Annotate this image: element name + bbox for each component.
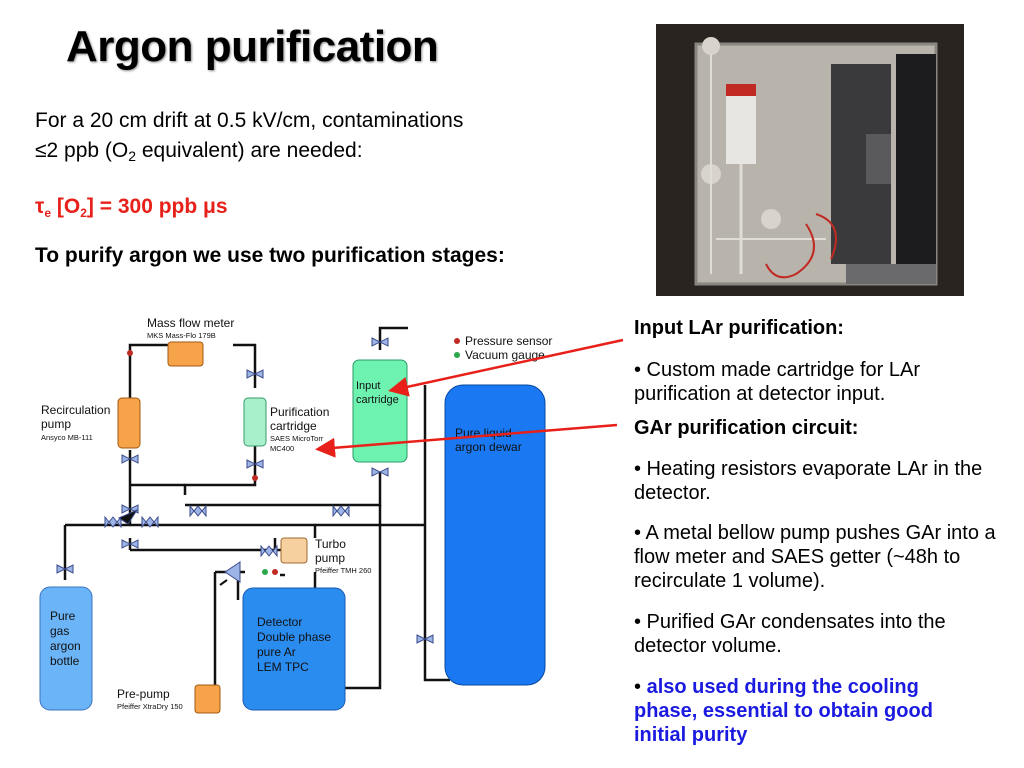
legend-vacuum-gauge: Vacuum gauge <box>465 348 545 362</box>
label-prepump: Pre-pump <box>117 687 170 701</box>
label-recirc-1: Recirculation <box>41 403 110 417</box>
label-turbo-2: pump <box>315 551 345 565</box>
apparatus-photo <box>656 24 964 296</box>
arrow-purification-cartridge <box>315 423 618 458</box>
intro-line-1: For a 20 cm drift at 0.5 kV/cm, contamin… <box>35 109 464 132</box>
purification-cartridge-box <box>243 397 267 447</box>
label-mass-flow-model: MKS Mass-Flo 179B <box>147 331 216 340</box>
gar-bullet-3: • Purified GAr condensates into the dete… <box>634 611 946 657</box>
label-bottle-3: argon <box>50 639 81 653</box>
diagram-svg: Mass flow meter MKS Mass-Flo 179B Recirc… <box>25 310 570 720</box>
arrow-input-cartridge <box>388 338 624 397</box>
formula-tau-sub: e <box>44 206 52 220</box>
input-heading: Input LAr purification: <box>634 317 844 339</box>
intro-line-2-pre: ≤2 ppb (O <box>35 139 129 162</box>
intro-line-2: ≤2 ppb (O2 equivalent) are needed: <box>35 138 625 163</box>
label-bottle-1: Pure <box>50 609 76 623</box>
intro-line-2-post: equivalent) are needed: <box>136 139 363 162</box>
formula: τe [O2] = 300 ppb μs <box>35 194 228 219</box>
dewar-box <box>444 384 546 686</box>
label-recirc-2: pump <box>41 417 71 431</box>
label-purif-2: cartridge <box>270 419 317 433</box>
intro-text: For a 20 cm drift at 0.5 kV/cm, contamin… <box>35 108 625 163</box>
formula-rest: ] = 300 ppb μs <box>86 195 228 218</box>
recirculation-pump-box <box>117 397 141 449</box>
detector-box <box>242 587 346 711</box>
label-input-cart-1: Input <box>356 380 380 392</box>
legend-pressure-sensor: Pressure sensor <box>465 334 552 348</box>
label-bottle-4: bottle <box>50 654 80 668</box>
formula-o2-sub: 2 <box>80 206 87 220</box>
gar-heading: GAr purification circuit: <box>634 417 859 439</box>
turbo-pump-box <box>280 537 308 564</box>
label-detector-1: Detector <box>257 615 302 629</box>
gar-bullet-1: • Heating resistors evaporate LAr in the… <box>634 458 983 504</box>
formula-o2: [O <box>51 195 81 218</box>
mass-flow-meter-box <box>167 341 204 367</box>
label-recirc-model: Ansyco MB-111 <box>41 433 93 442</box>
input-bullet: • Custom made cartridge for LAr purifica… <box>634 359 920 405</box>
label-mass-flow-meter: Mass flow meter <box>147 316 234 330</box>
label-turbo-model: Pfeiffer TMH 260 <box>315 566 371 575</box>
cooling-bullet-text: also used during the cooling phase, esse… <box>634 676 933 746</box>
label-purif-model-1: SAES MicroTorr <box>270 434 324 443</box>
label-turbo-1: Turbo <box>315 537 346 551</box>
label-prepump-model: Pfeiffer XtraDry 150 <box>117 702 183 711</box>
cooling-bullet-mark: • <box>634 676 642 698</box>
label-input-cart-2: cartridge <box>356 394 399 406</box>
label-detector-4: LEM TPC <box>257 660 309 674</box>
intro-line-2-sub: 2 <box>128 148 137 164</box>
label-bottle-2: gas <box>50 624 69 638</box>
label-purif-model-2: MC400 <box>270 444 294 453</box>
label-detector-3: pure Ar <box>257 645 296 659</box>
label-detector-2: Double phase <box>257 630 331 644</box>
label-dewar-2: argon dewar <box>455 440 522 454</box>
page-title: Argon purification <box>66 22 439 71</box>
label-purif-1: Purification <box>270 405 329 419</box>
purification-diagram: Mass flow meter MKS Mass-Flo 179B Recirc… <box>25 310 570 720</box>
cooling-bullet: • also used during the cooling phase, es… <box>634 675 984 747</box>
gas-bottle-box <box>39 586 93 711</box>
prepump-box <box>194 684 221 714</box>
gar-bullet-2: • A metal bellow pump pushes GAr into a … <box>634 522 996 592</box>
stages-heading: To purify argon we use two purification … <box>35 244 505 267</box>
formula-tau: τ <box>35 195 45 218</box>
apparatus-photo-illustration <box>656 24 964 296</box>
